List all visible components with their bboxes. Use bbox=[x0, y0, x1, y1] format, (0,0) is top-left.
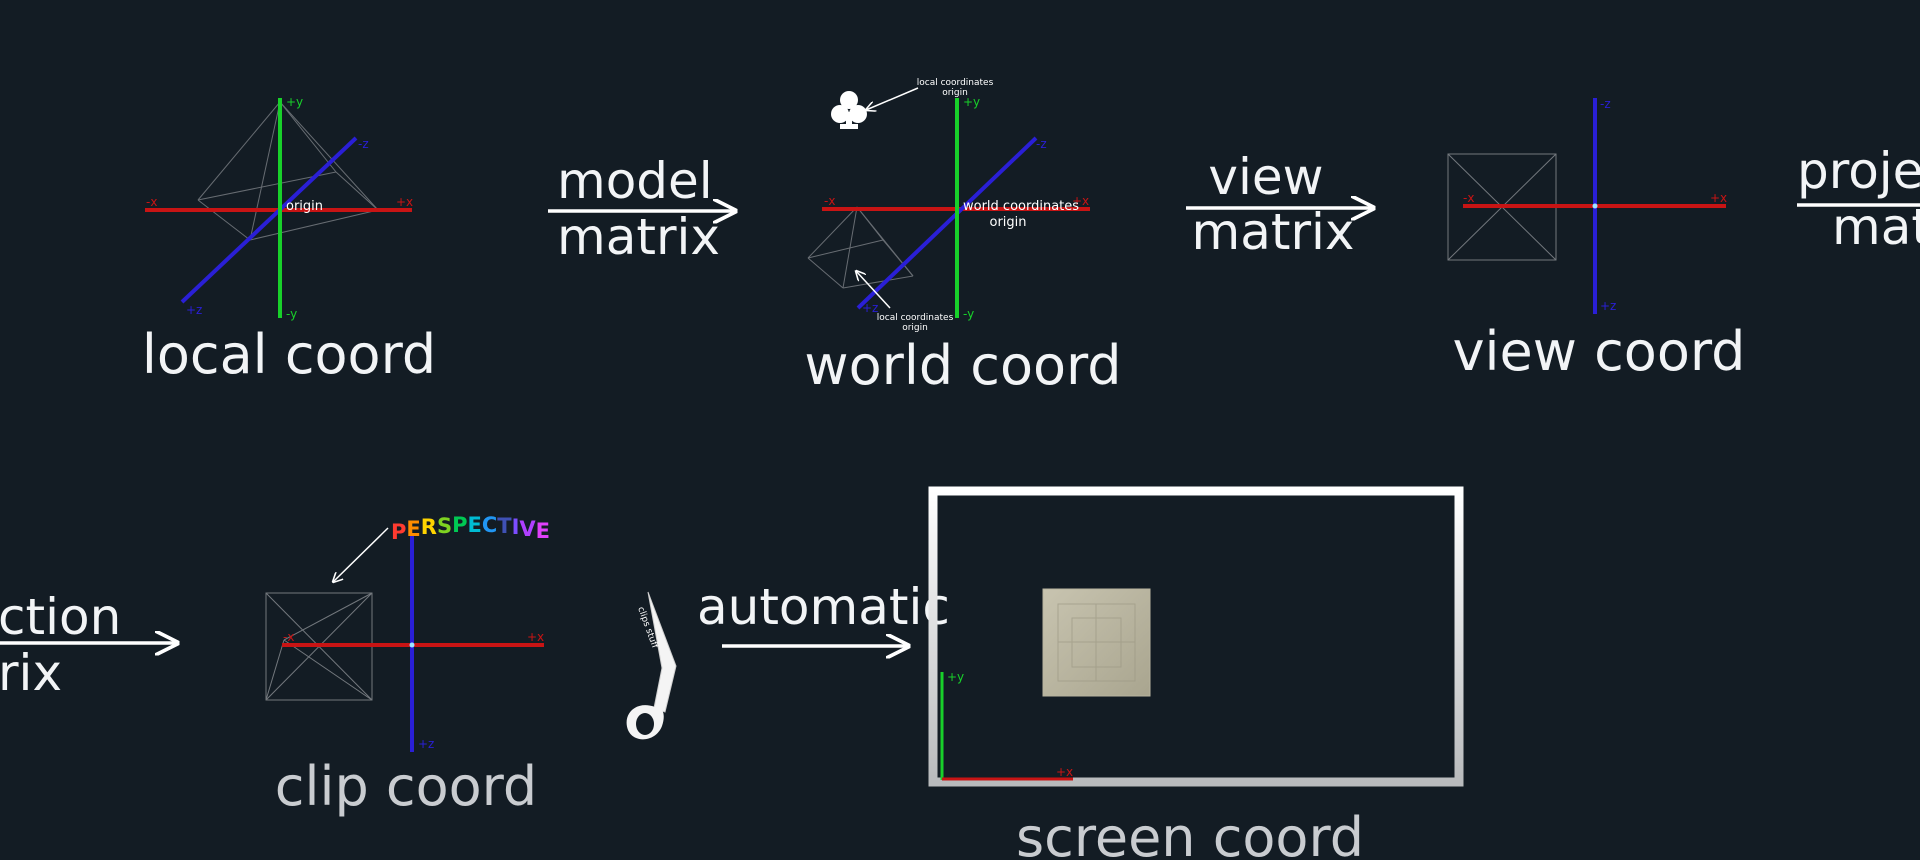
screen-axis-label-px: +x bbox=[1056, 765, 1073, 779]
perspective-letter: T bbox=[497, 514, 512, 538]
local-origin-label: origin bbox=[286, 199, 323, 214]
world-caption: world coord bbox=[804, 334, 1121, 397]
world-axis-label-ny: -y bbox=[963, 307, 974, 321]
clip-perspective-label: PERSPECTIVE bbox=[391, 513, 550, 544]
perspective-letter: V bbox=[519, 517, 536, 541]
view-arrow-line1: view bbox=[1208, 148, 1323, 206]
local-coord-diagram: +y -y +x -x -z +z origin local coord bbox=[142, 95, 436, 386]
view-axis-label-nx: -x bbox=[1463, 191, 1474, 205]
automatic-arrow: automatic bbox=[697, 578, 950, 646]
view-axis-label-px: +x bbox=[1710, 191, 1727, 205]
view-arrow-line2: matrix bbox=[1192, 203, 1355, 261]
scissors-icon: clips stuff bbox=[626, 591, 677, 740]
model-arrow-line1: model bbox=[557, 152, 713, 210]
projection-arrow-line2-cont: rix bbox=[0, 644, 62, 702]
perspective-letter: R bbox=[421, 515, 437, 539]
model-arrow-line2: matrix bbox=[557, 208, 720, 266]
projection-matrix-arrow-bottom: ction rix bbox=[0, 588, 177, 702]
perspective-letter: E bbox=[467, 513, 481, 537]
projection-matrix-arrow-top: projec mat bbox=[1797, 142, 1920, 256]
projection-arrow-line1-cont: ction bbox=[0, 588, 121, 646]
view-axis-label-bottom: +z bbox=[1600, 299, 1616, 313]
clip-origin-dot bbox=[409, 642, 415, 648]
screen-coord-diagram: +y +x screen coord bbox=[928, 486, 1464, 860]
local-caption: local coord bbox=[142, 323, 436, 386]
perspective-letter: I bbox=[512, 515, 520, 539]
world-axis-label-nz: +z bbox=[862, 301, 878, 315]
projection-arrow-line1: projec bbox=[1797, 142, 1920, 200]
view-matrix-arrow: view matrix bbox=[1186, 148, 1373, 261]
world-bottom-pointer bbox=[856, 271, 891, 309]
world-origin-label-1: world coordinates bbox=[963, 199, 1079, 214]
perspective-letter: E bbox=[536, 519, 550, 543]
view-axis-label-top: -z bbox=[1600, 97, 1611, 111]
world-bottom-label-2: origin bbox=[902, 323, 928, 333]
world-axis-label-pz: -z bbox=[1036, 137, 1047, 151]
clip-coord-diagram: PERSPECTIVE +z +x -x clip coord bbox=[265, 513, 550, 818]
automatic-arrow-label: automatic bbox=[697, 578, 950, 636]
world-top-pointer bbox=[866, 87, 919, 110]
world-z-axis bbox=[856, 136, 1038, 310]
clip-axis-label-px: +x bbox=[527, 630, 544, 644]
projection-arrow-line2: mat bbox=[1832, 198, 1920, 256]
perspective-letter: E bbox=[406, 517, 420, 541]
local-axis-label-ny: -y bbox=[286, 307, 297, 321]
world-top-label-1: local coordinates bbox=[917, 78, 994, 88]
view-coord-diagram: -z +z +x -x view coord bbox=[1447, 97, 1746, 383]
world-coord-diagram: local coordinates origin +y -y +x -x -z … bbox=[804, 78, 1121, 397]
local-axis-label-px: +x bbox=[396, 195, 413, 209]
screen-axis-label-py: +y bbox=[947, 670, 964, 684]
world-axis-label-py: +y bbox=[963, 95, 980, 109]
perspective-letter: S bbox=[437, 514, 452, 538]
world-origin-label-2: origin bbox=[989, 215, 1026, 230]
view-origin-dot bbox=[1592, 203, 1598, 209]
local-z-axis bbox=[180, 136, 358, 304]
model-matrix-arrow: model matrix bbox=[548, 152, 735, 266]
world-axis-label-nx: -x bbox=[824, 194, 835, 208]
world-bottom-label-1: local coordinates bbox=[877, 313, 954, 323]
view-caption: view coord bbox=[1453, 320, 1746, 383]
local-axis-label-pz: -z bbox=[358, 137, 369, 151]
local-axis-label-py: +y bbox=[286, 95, 303, 109]
clip-axis-label-bottom: +z bbox=[418, 737, 434, 751]
clip-axis-label-nx: -x bbox=[283, 630, 294, 644]
world-axis-label-px: +x bbox=[1072, 194, 1089, 208]
local-axis-label-nz: +z bbox=[186, 303, 202, 317]
clip-caption: clip coord bbox=[275, 755, 537, 818]
screen-texture-pattern bbox=[1057, 603, 1136, 682]
world-top-label-2: origin bbox=[942, 88, 968, 98]
world-club-icon bbox=[831, 91, 867, 129]
perspective-letter: P bbox=[391, 520, 406, 544]
perspective-letter: C bbox=[482, 513, 497, 537]
perspective-letter: P bbox=[452, 513, 467, 537]
screen-frame bbox=[928, 486, 1464, 787]
local-pyramid bbox=[197, 101, 379, 241]
screen-caption: screen coord bbox=[1016, 806, 1364, 860]
clip-perspective-pointer bbox=[333, 527, 389, 582]
local-axis-label-nx: -x bbox=[146, 195, 157, 209]
